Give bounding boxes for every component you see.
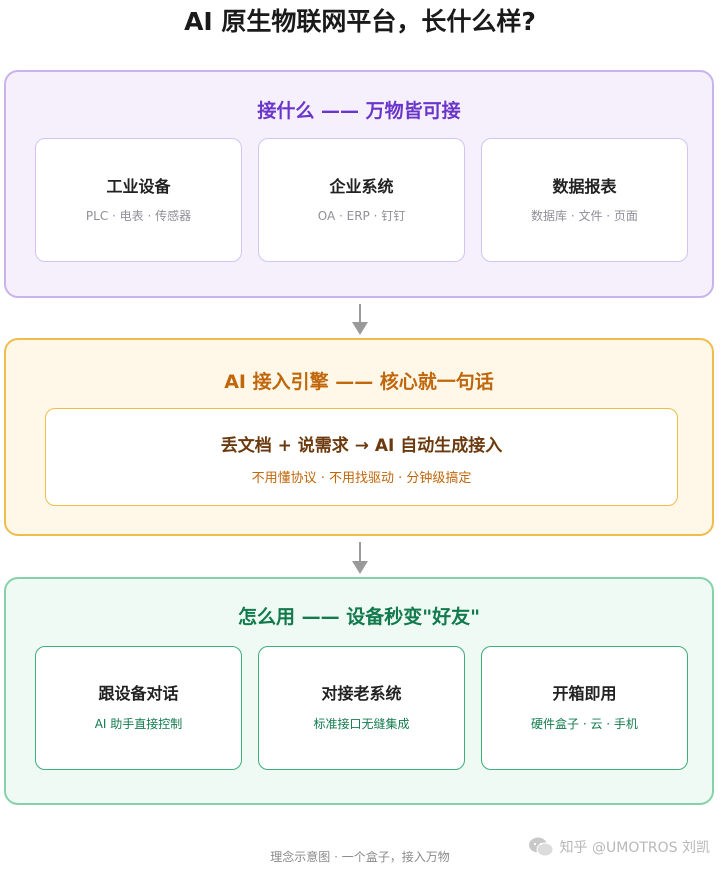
page-title: AI 原生物联网平台，长什么样? (184, 7, 536, 36)
engine-sub-text: 不用懂协议 · 不用找驱动 · 分钟级搞定 (251, 471, 472, 486)
engine-main-text: 丢文档 + 说需求 → AI 自动生成接入 (220, 436, 503, 456)
panel-heading-ai-engine: AI 接入引擎 —— 核心就一句话 (224, 371, 494, 393)
engine-box: 丢文档 + 说需求 → AI 自动生成接入 不用懂协议 · 不用找驱动 · 分钟… (45, 408, 678, 506)
card-subtitle: PLC · 电表 · 传感器 (85, 209, 192, 223)
card-subtitle: 硬件盒子 · 云 · 手机 (531, 717, 638, 731)
card-title: 跟设备对话 (98, 684, 179, 703)
card-legacy-systems: 对接老系统 标准接口无缝集成 (258, 646, 465, 770)
card-subtitle: 数据库 · 文件 · 页面 (531, 209, 638, 223)
footer-caption: 理念示意图 · 一个盒子，接入万物 (270, 850, 450, 864)
card-enterprise-systems: 企业系统 OA · ERP · 钉钉 (258, 138, 465, 262)
card-industrial-devices: 工业设备 PLC · 电表 · 传感器 (35, 138, 242, 262)
card-subtitle: 标准接口无缝集成 (313, 717, 410, 731)
panel-heading-how-to-use: 怎么用 —— 设备秒变"好友" (237, 606, 481, 628)
panel-connect-what: 接什么 —— 万物皆可接 工业设备 PLC · 电表 · 传感器 企业系统 OA… (4, 70, 714, 298)
card-out-of-box: 开箱即用 硬件盒子 · 云 · 手机 (481, 646, 688, 770)
card-title: 企业系统 (329, 177, 394, 196)
arrow-down-icon (352, 304, 368, 335)
card-title: 工业设备 (106, 177, 171, 196)
watermark: 知乎 @UMOTROS 刘凯 (528, 836, 710, 858)
card-title: 开箱即用 (552, 684, 617, 703)
wechat-logo-icon (528, 837, 554, 857)
card-talk-to-device: 跟设备对话 AI 助手直接控制 (35, 646, 242, 770)
card-data-reports: 数据报表 数据库 · 文件 · 页面 (481, 138, 688, 262)
watermark-text: 知乎 @UMOTROS 刘凯 (559, 840, 710, 856)
card-subtitle: AI 助手直接控制 (94, 717, 183, 731)
card-title: 对接老系统 (321, 684, 402, 703)
card-title: 数据报表 (552, 177, 617, 196)
arrow-down-icon (352, 542, 368, 574)
panel-how-to-use: 怎么用 —— 设备秒变"好友" 跟设备对话 AI 助手直接控制 对接老系统 标准… (4, 577, 714, 805)
panel-ai-engine: AI 接入引擎 —— 核心就一句话 丢文档 + 说需求 → AI 自动生成接入 … (4, 338, 714, 536)
panel-heading-connect-what: 接什么 —— 万物皆可接 (257, 100, 461, 122)
card-subtitle: OA · ERP · 钉钉 (317, 209, 406, 223)
